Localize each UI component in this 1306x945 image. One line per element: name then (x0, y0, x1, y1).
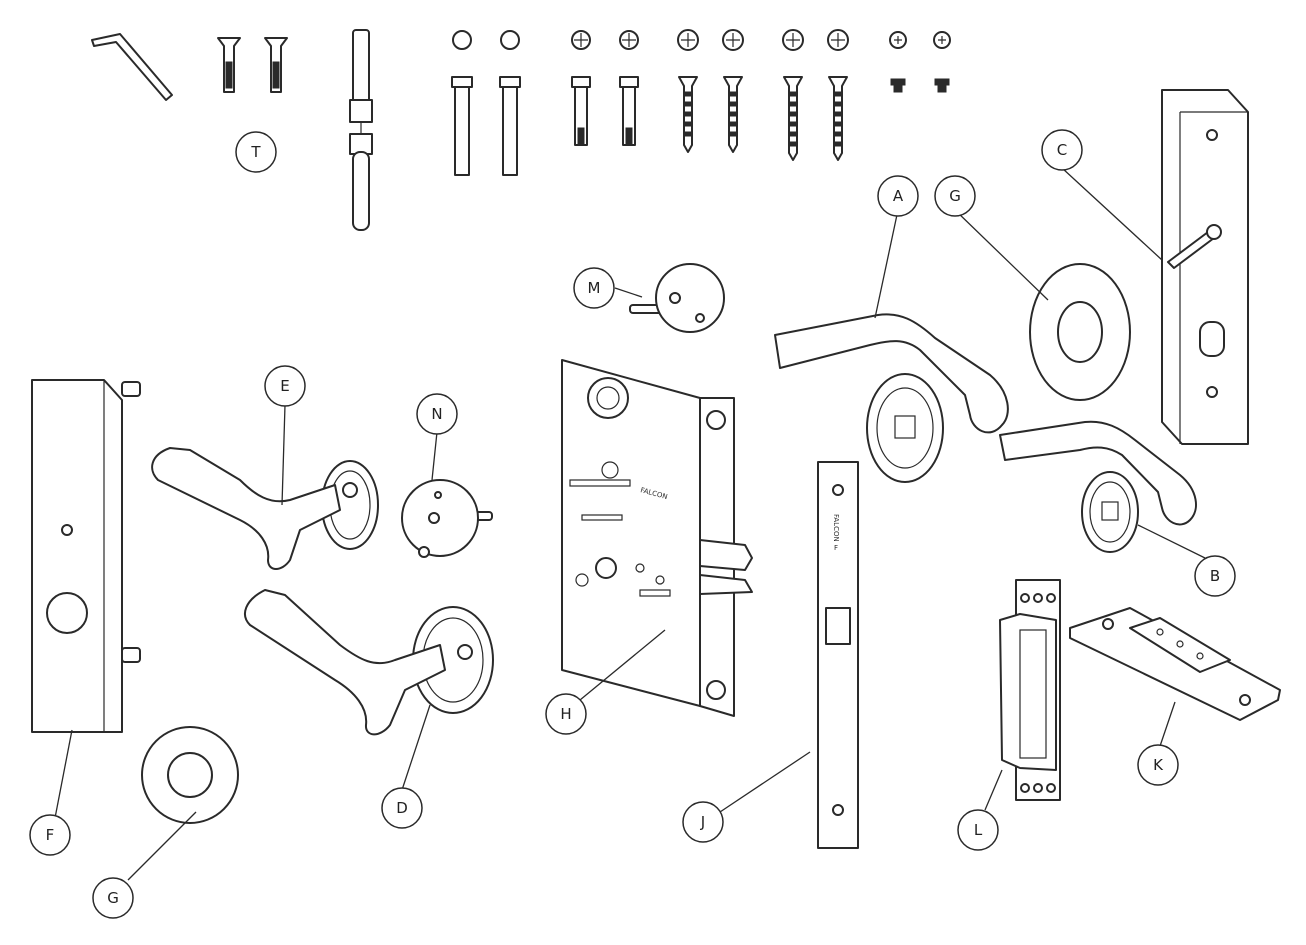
rose-m (629, 263, 725, 333)
strike-box-l (999, 579, 1061, 801)
callout-g-bottom-label: G (107, 889, 119, 907)
svg-text:FALCON: FALCON (832, 514, 840, 542)
callout-m-label: M (588, 279, 601, 297)
callout-a-label: A (893, 187, 904, 205)
callout-e: E (264, 365, 306, 407)
callout-g-top: G (934, 175, 976, 217)
callout-k: K (1137, 744, 1179, 786)
callout-t: T (235, 131, 277, 173)
lever-e (151, 447, 379, 570)
allen-wrench (91, 33, 173, 101)
callout-d-label: D (396, 799, 408, 817)
callout-c: C (1041, 129, 1083, 171)
phillips-sex-bolt-pair (571, 30, 639, 146)
callout-l-label: L (974, 821, 983, 839)
callout-f-label: F (46, 826, 55, 844)
small-machine-screws (889, 31, 951, 93)
callout-h: H (545, 693, 587, 735)
rose-n (401, 479, 493, 558)
callout-b: B (1194, 555, 1236, 597)
rose-ring-top (1029, 263, 1131, 401)
strike-plate-j: FALCON F (817, 461, 859, 849)
callout-g-bottom: G (92, 877, 134, 919)
svg-text:F: F (834, 544, 838, 552)
callout-j-label: J (700, 813, 705, 831)
callout-l: L (957, 809, 999, 851)
leader-lines (54, 167, 1206, 881)
callout-m: M (573, 267, 615, 309)
callout-a: A (877, 175, 919, 217)
wood-screw-set (677, 29, 849, 161)
lever-b (999, 420, 1197, 553)
callout-k-label: K (1153, 756, 1164, 774)
callout-n-label: N (431, 405, 442, 423)
callout-b-label: B (1210, 567, 1220, 585)
callout-j: J (682, 801, 724, 843)
strike-plate-k (1069, 607, 1281, 721)
mortise-lock-body: FALCON (561, 359, 753, 717)
through-bolt-pair (217, 37, 288, 93)
lever-a (774, 313, 1009, 483)
callout-g-top-label: G (949, 187, 961, 205)
lever-d (244, 589, 494, 736)
escutcheon-plate-right (1161, 89, 1249, 445)
callout-f: F (29, 814, 71, 856)
spindle-assembly (349, 29, 373, 231)
callout-t-label: T (250, 143, 261, 161)
rose-ring-bottom (141, 726, 239, 824)
callout-e-label: E (280, 377, 289, 395)
sex-bolt-pair (451, 30, 521, 176)
callout-h-label: H (560, 705, 571, 723)
callout-d: D (381, 787, 423, 829)
escutcheon-plate-left (31, 379, 141, 733)
callout-n: N (416, 393, 458, 435)
callout-c-label: C (1057, 141, 1067, 159)
